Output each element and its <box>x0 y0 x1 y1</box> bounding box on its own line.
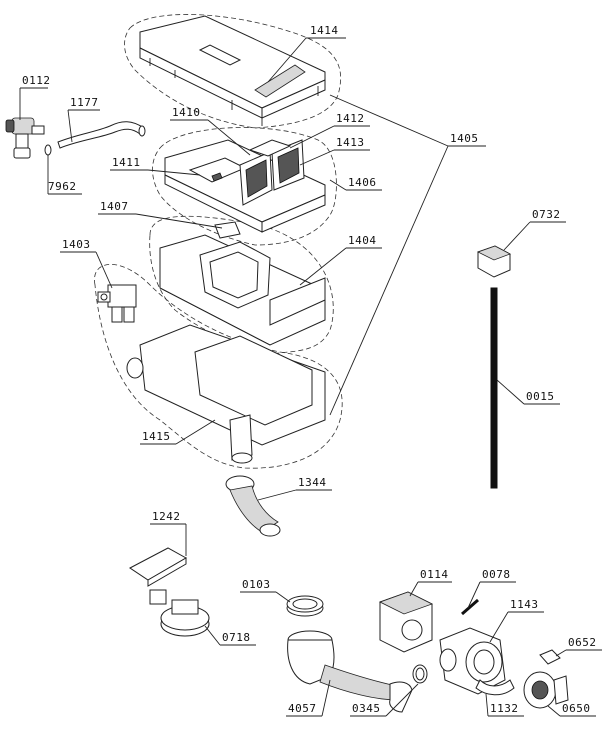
label-1413: 1413 <box>336 136 365 149</box>
part-4057-hose <box>287 630 413 713</box>
assembly-outline-lid <box>152 127 337 246</box>
part-1403-valve <box>97 284 137 323</box>
part-1413-cap <box>271 139 305 191</box>
label-0015: 0015 <box>526 390 555 403</box>
label-0652: 0652 <box>568 636 597 649</box>
label-0718: 0718 <box>222 631 251 644</box>
part-1132-filter <box>475 679 515 696</box>
label-0103: 0103 <box>242 578 271 591</box>
label-1411: 1411 <box>112 156 141 169</box>
part-7962-gasket <box>44 144 52 156</box>
part-1412-cap <box>239 151 273 206</box>
part-0652-seal <box>539 649 561 665</box>
assembly-outline-base <box>94 263 343 469</box>
label-1407: 1407 <box>100 200 129 213</box>
part-1415-tray <box>126 324 326 464</box>
assembly-outline-housing <box>149 215 334 356</box>
label-1403: 1403 <box>62 238 91 251</box>
label-0078: 0078 <box>482 568 511 581</box>
label-1143: 1143 <box>510 598 539 611</box>
part-0114-pump-motor <box>378 591 434 653</box>
label-1412: 1412 <box>336 112 365 125</box>
part-1404-housing <box>159 234 326 346</box>
label-1405: 1405 <box>450 132 479 145</box>
part-1414-cover <box>139 15 326 126</box>
leader-lines <box>19 37 602 717</box>
assembly-outline-cover <box>124 14 341 129</box>
part-0732-connector <box>476 245 511 278</box>
part-0718-switch <box>160 599 210 637</box>
part-0015-rod <box>490 287 498 489</box>
label-0650: 0650 <box>562 702 591 715</box>
label-0112: 0112 <box>22 74 51 87</box>
part-1407-clip <box>214 221 241 239</box>
label-1242: 1242 <box>152 510 181 523</box>
part-1410-insert <box>248 139 292 157</box>
part-1242-bracket <box>129 547 188 605</box>
label-1410: 1410 <box>172 106 201 119</box>
label-1132: 1132 <box>490 702 519 715</box>
part-0103-clamp <box>286 595 324 617</box>
label-1414: 1414 <box>310 24 339 37</box>
label-7962: 7962 <box>48 180 77 193</box>
label-1406: 1406 <box>348 176 377 189</box>
part-0345-clamp <box>412 664 428 684</box>
label-1344: 1344 <box>298 476 327 489</box>
label-1404: 1404 <box>348 234 377 247</box>
label-1415: 1415 <box>142 430 171 443</box>
part-1344-bellows <box>225 475 281 537</box>
label-0345: 0345 <box>352 702 381 715</box>
label-1177: 1177 <box>70 96 99 109</box>
label-0732: 0732 <box>532 208 561 221</box>
part-0078-spring <box>461 598 479 616</box>
label-4057: 4057 <box>288 702 317 715</box>
label-0114: 0114 <box>420 568 449 581</box>
part-0112-valve <box>5 117 45 159</box>
part-1143-pump-housing <box>439 627 506 695</box>
part-0650-cap <box>523 671 569 709</box>
